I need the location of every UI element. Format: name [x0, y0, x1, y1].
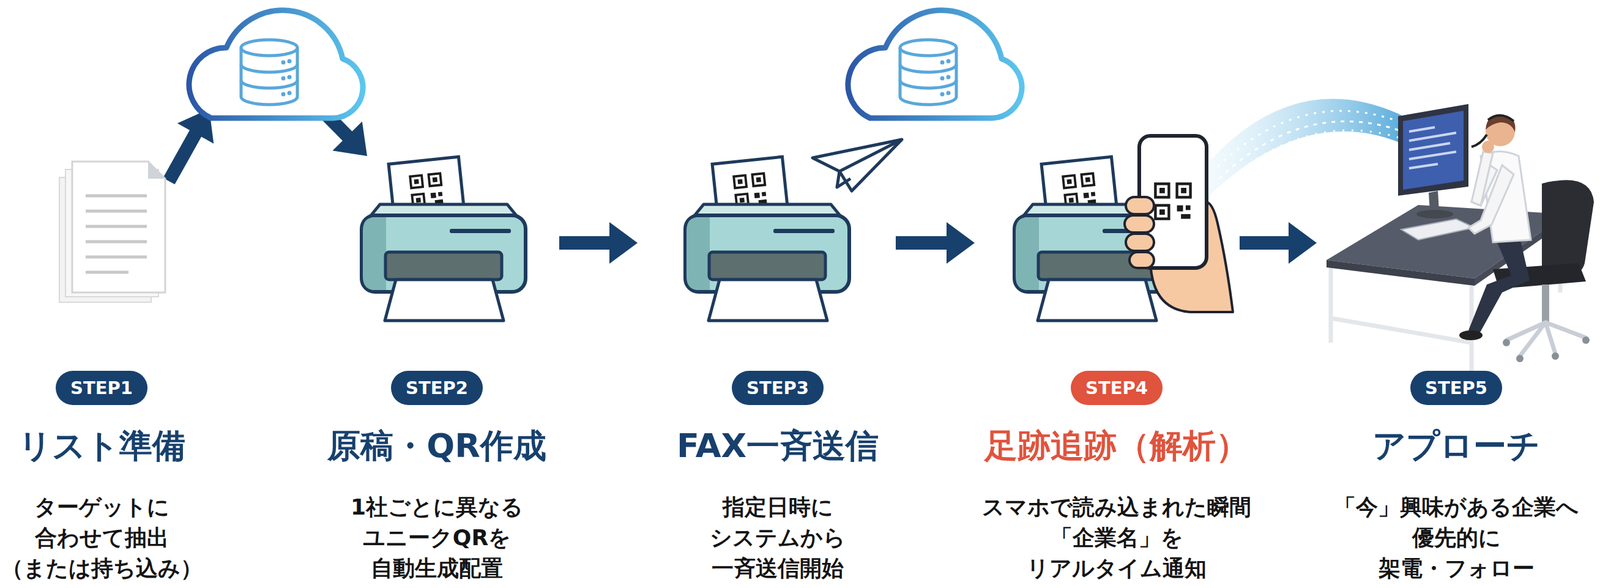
- step-description: 1社ごとに異なる ユニークQRを 自動生成配置: [350, 491, 524, 584]
- step-title: リスト準備: [18, 425, 186, 467]
- text-segment: 架電・フォロー: [1378, 555, 1535, 581]
- document-stack: [59, 161, 166, 303]
- flow-arrow: [559, 222, 638, 264]
- step-title: FAX一斉送信: [676, 425, 879, 467]
- hand-smartphone: [1124, 135, 1233, 313]
- step-column: STEP2原稿・QR作成1社ごとに異なる ユニークQRを 自動生成配置: [367, 0, 560, 588]
- arrow-head: [609, 222, 638, 264]
- step-badge: STEP2: [390, 370, 483, 406]
- step-badge: STEP3: [731, 370, 824, 406]
- flow-arrow: [1239, 222, 1317, 264]
- step-description: 指定日時に システムから 一斉送信開始: [709, 491, 846, 584]
- text-segment: 指定日時に: [722, 494, 834, 520]
- step-description: ターゲットに 合わせて抽出 （または持ち込み）: [1, 491, 203, 584]
- text-segment: FAX一斉送信: [676, 426, 879, 466]
- text-segment: STEP1: [70, 377, 133, 399]
- text-segment: 原稿・QR作成: [327, 426, 547, 466]
- cloud-database: [848, 10, 1022, 119]
- text-segment: システムから: [709, 524, 846, 551]
- text-segment: STEP4: [1085, 377, 1148, 399]
- step-title: 足跡追跡（解析）: [984, 425, 1249, 467]
- step-description: 「今」興味がある企業へ 優先的に 架電・フォロー: [1333, 491, 1579, 584]
- text-segment: 合わせて抽出: [34, 524, 169, 551]
- step-column: STEP5 アプローチ「今」興味がある企業へ 優先的に 架電・フォロー: [1316, 0, 1585, 588]
- text-segment: STEP3: [746, 377, 809, 399]
- text-segment: 自動生成配置: [370, 555, 503, 581]
- text-segment: （または持ち込み）: [1, 555, 203, 581]
- text-segment: STEP2: [405, 377, 469, 399]
- text-segment: 「企業名」を: [1050, 524, 1184, 551]
- step-column: STEP1リスト準備ターゲットに 合わせて抽出 （または持ち込み）: [24, 0, 169, 588]
- data-beam: [1210, 99, 1402, 195]
- arrow-head: [946, 222, 975, 264]
- fax-printer: [361, 156, 526, 321]
- step-title: アプローチ: [1372, 425, 1541, 467]
- step-badge: STEP4: [1070, 370, 1163, 406]
- cloud-database: [189, 10, 363, 119]
- text-segment: 1社ごとに異なる: [350, 494, 524, 520]
- step-column: STEP3FAX一斉送信指定日時に システムから 一斉送信開始: [637, 0, 896, 588]
- text-segment: リスト準備: [18, 426, 186, 466]
- text-segment: 優先的に: [1412, 524, 1501, 551]
- text-segment: リアルタイム通知: [1026, 555, 1207, 581]
- desk-operator: [1326, 104, 1594, 373]
- paper-plane: [812, 139, 902, 191]
- text-segment: 「今」興味がある企業へ: [1333, 494, 1579, 520]
- flow-arrow: [895, 222, 975, 264]
- step-badge: STEP1: [55, 370, 148, 406]
- text-segment: スマホで読み込まれた瞬間: [982, 494, 1252, 520]
- step-title: 原稿・QR作成: [327, 425, 547, 467]
- text-segment: STEP5: [1425, 377, 1488, 399]
- fax-printer: [685, 156, 850, 321]
- text-segment: 一斉送信開始: [711, 555, 844, 581]
- text-segment: ターゲットに: [34, 494, 170, 520]
- step-badge: STEP5: [1410, 370, 1503, 406]
- arrow-head: [1288, 222, 1317, 264]
- step-description: スマホで読み込まれた瞬間 「企業名」を リアルタイム通知: [982, 491, 1252, 584]
- arrow-head: [332, 121, 368, 157]
- step-column: STEP4足跡追跡（解析）スマホで読み込まれた瞬間 「企業名」を リアルタイム通…: [974, 0, 1240, 588]
- text-segment: アプローチ: [1372, 426, 1541, 466]
- text-segment: 足跡追跡（解析）: [984, 426, 1249, 466]
- text-segment: ユニークQRを: [362, 524, 511, 551]
